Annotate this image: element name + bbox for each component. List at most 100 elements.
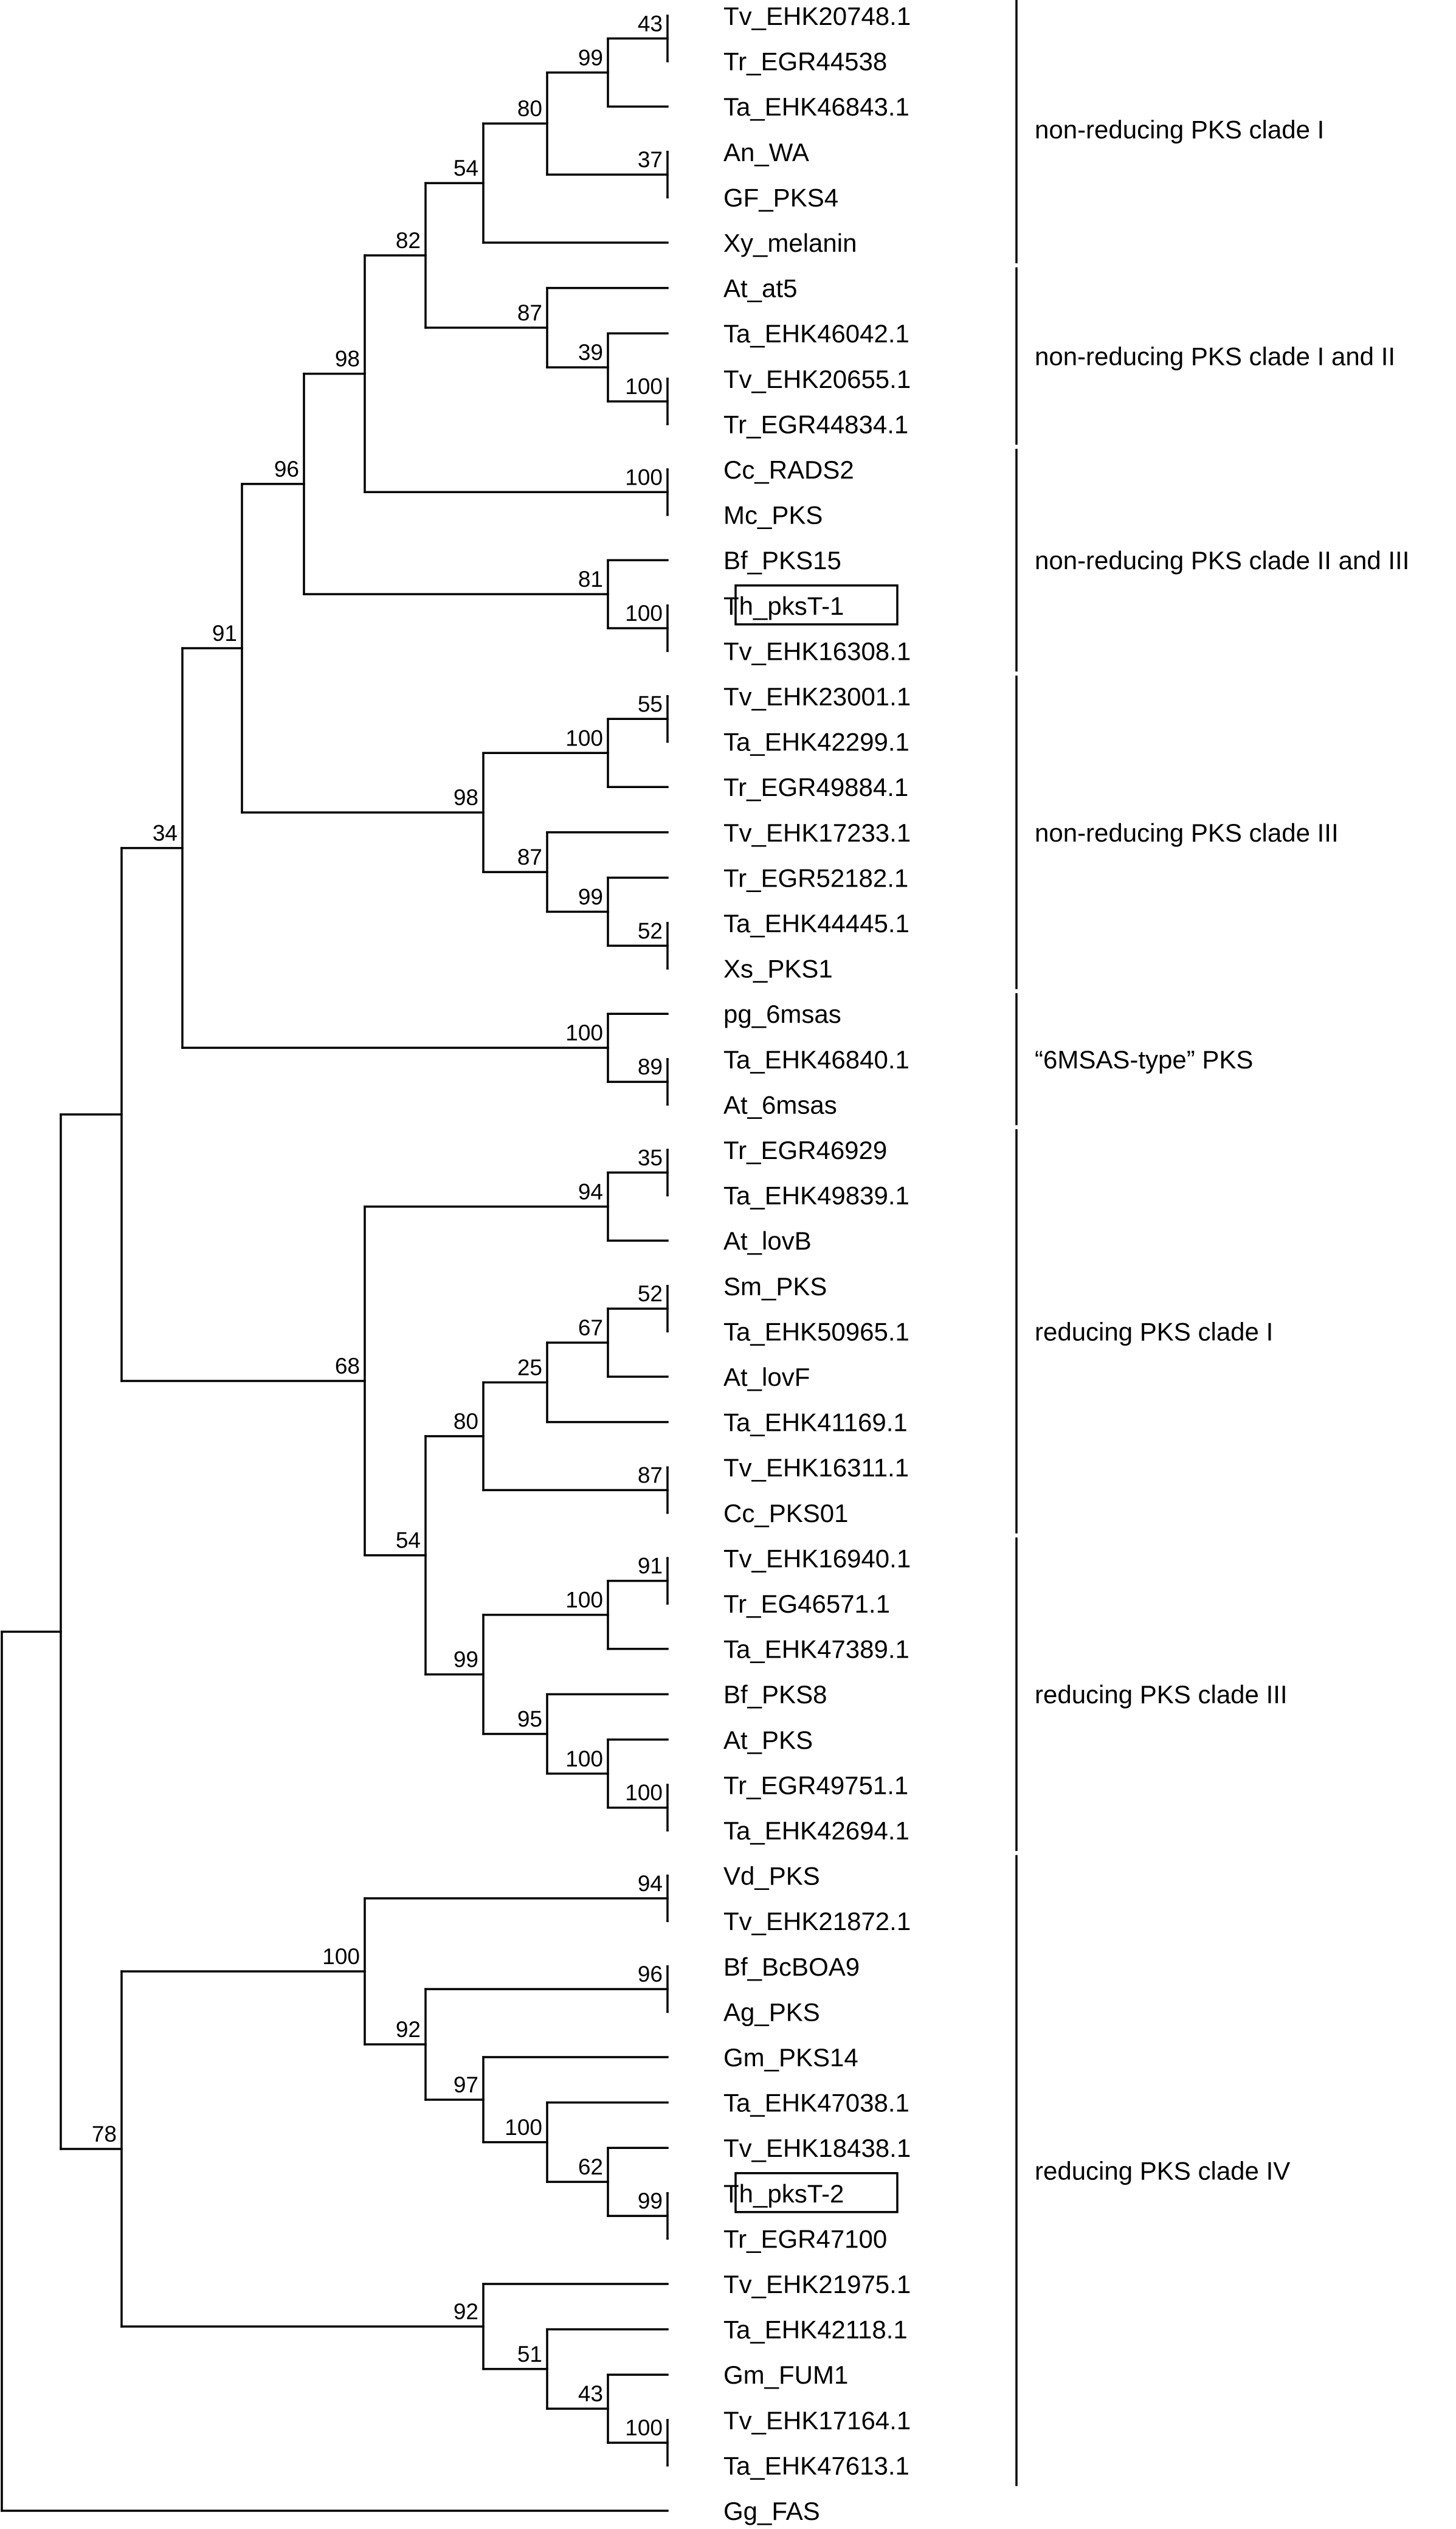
leaf-label-tv-ehk20748-1: Tv_EHK20748.1: [723, 2, 911, 30]
clade-label-non-reducing-pks-clade-i: non-reducing PKS clade I: [1035, 116, 1324, 144]
leaf-label-ta-ehk47613-1: Ta_EHK47613.1: [723, 2451, 909, 2480]
support-value-n37: 99: [454, 1647, 478, 1672]
leaf-label-tv-ehk20655-1: Tv_EHK20655.1: [723, 365, 911, 393]
leaf-label-ta-ehk42694-1: Ta_EHK42694.1: [723, 1816, 909, 1845]
support-value-n36: 95: [517, 1706, 542, 1731]
support-value-n50: 43: [578, 2381, 603, 2406]
support-value-n12: 100: [625, 601, 663, 626]
bootstrap-support-values: 4399378054100398782100981008196551005299…: [92, 11, 663, 2440]
clade-label-reducing-pks-clade-iv: reducing PKS clade IV: [1035, 2157, 1290, 2185]
support-value-n25: 35: [638, 1145, 663, 1170]
clade-label-6msas-type-pks: “6MSAS-type” PKS: [1035, 1045, 1253, 1074]
support-value-n43: 99: [638, 2188, 663, 2213]
leaf-label-ta-ehk44445-1: Ta_EHK44445.1: [723, 909, 909, 938]
leaf-label-xs-pks1: Xs_PKS1: [723, 955, 833, 983]
support-value-n28: 67: [578, 1315, 603, 1340]
support-value-n42: 96: [638, 1962, 663, 1987]
support-value-n2: 99: [578, 45, 603, 70]
leaf-label-tv-ehk23001-1: Tv_EHK23001.1: [723, 682, 911, 711]
leaf-label-gm-fum1: Gm_FUM1: [723, 2361, 848, 2389]
support-value-n49: 100: [625, 2415, 663, 2440]
leaf-label-tv-ehk16308-1: Tv_EHK16308.1: [723, 637, 911, 665]
leaf-label-tv-ehk16940-1: Tv_EHK16940.1: [723, 1544, 911, 1572]
support-value-n44: 62: [578, 2154, 603, 2179]
leaf-label-tv-ehk21872-1: Tv_EHK21872.1: [723, 1907, 911, 1936]
support-value-n47: 92: [396, 2017, 421, 2042]
support-value-n35: 100: [565, 1746, 603, 1771]
leaf-label-at-at5: At_at5: [723, 274, 797, 303]
support-value-n52: 92: [454, 2299, 478, 2324]
support-value-n15: 55: [638, 691, 663, 716]
highlight-box-th-pkst-2: [734, 2172, 899, 2213]
support-value-n31: 80: [454, 1409, 478, 1434]
support-value-n21: 91: [212, 621, 237, 646]
support-value-n6: 100: [625, 374, 663, 399]
support-value-n41: 94: [638, 1871, 663, 1896]
leaf-label-ta-ehk46042-1: Ta_EHK46042.1: [723, 319, 909, 348]
leaf-label-at-pks: At_PKS: [723, 1726, 813, 1754]
leaf-label-gm-pks14: Gm_PKS14: [723, 2043, 858, 2072]
leaf-label-at-lovf: At_lovF: [723, 1363, 810, 1391]
leaf-label-an-wa: An_WA: [723, 138, 809, 167]
support-value-n29: 25: [517, 1355, 542, 1380]
leaf-label-ta-ehk46843-1: Ta_EHK46843.1: [723, 92, 909, 121]
leaf-label-tr-eg46571-1: Tr_EG46571.1: [723, 1590, 890, 1618]
leaf-label-tv-ehk18438-1: Tv_EHK18438.1: [723, 2134, 911, 2162]
leaf-label-at-lovb: At_lovB: [723, 1226, 812, 1255]
clade-label-non-reducing-pks-clade-ii-and-iii: non-reducing PKS clade II and III: [1035, 546, 1409, 575]
support-value-n18: 99: [578, 884, 603, 909]
leaf-label-pg-6msas: pg_6msas: [723, 1000, 841, 1028]
leaf-label-cc-rads2: Cc_RADS2: [723, 455, 854, 484]
leaf-label-tr-egr47100: Tr_EGR47100: [723, 2224, 887, 2253]
clade-brackets: non-reducing PKS clade I non-reducing PKS…: [1015, 0, 1409, 2486]
leaf-label-tv-ehk16311-1: Tv_EHK16311.1: [723, 1453, 909, 1482]
clade-label-reducing-pks-clade-i: reducing PKS clade I: [1035, 1317, 1273, 1346]
clade-label-reducing-pks-clade-iii: reducing PKS clade III: [1035, 1680, 1288, 1709]
leaf-label-th-pkst-1: Th_pksT-1: [723, 592, 844, 620]
leaf-label-tr-egr49884-1: Tr_EGR49884.1: [723, 773, 908, 801]
leaf-label-tr-egr44538: Tr_EGR44538: [723, 47, 887, 76]
leaf-label-ag-pks: Ag_PKS: [723, 1998, 820, 2026]
support-value-n48: 100: [322, 1944, 360, 1969]
support-value-n24: 34: [153, 821, 178, 846]
highlight-box-th-pkst-1: [734, 584, 899, 626]
support-value-n14: 96: [274, 457, 299, 482]
support-value-n8: 87: [517, 300, 542, 325]
support-value-n30: 87: [638, 1463, 663, 1488]
leaf-label-tv-ehk17233-1: Tv_EHK17233.1: [723, 818, 911, 847]
leaf-label-vd-pks: Vd_PKS: [723, 1862, 820, 1891]
support-value-n51: 51: [517, 2342, 542, 2367]
support-value-n34: 100: [625, 1780, 663, 1805]
leaf-label-ta-ehk49839-1: Ta_EHK49839.1: [723, 1181, 909, 1210]
support-value-n19: 87: [517, 845, 542, 870]
leaf-label-ta-ehk41169-1: Ta_EHK41169.1: [723, 1408, 908, 1437]
leaf-label-ta-ehk42299-1: Ta_EHK42299.1: [723, 728, 909, 756]
support-value-n4: 80: [517, 96, 542, 121]
leaf-label-bf-pks15: Bf_PKS15: [723, 546, 841, 575]
support-value-n20: 98: [454, 785, 478, 810]
support-value-n46: 97: [454, 2072, 478, 2097]
support-value-n17: 52: [638, 918, 663, 943]
support-value-n33: 100: [565, 1588, 603, 1613]
support-value-n23: 100: [565, 1020, 603, 1045]
support-value-n11: 98: [335, 347, 360, 372]
support-value-n39: 68: [335, 1354, 360, 1379]
support-value-n5: 54: [454, 156, 478, 181]
support-value-n9: 82: [396, 228, 421, 253]
leaf-label-ta-ehk47038-1: Ta_EHK47038.1: [723, 2089, 909, 2117]
tree-branches: [1, 15, 669, 2512]
support-value-n1: 43: [638, 11, 663, 36]
support-value-n26: 94: [578, 1179, 603, 1204]
leaf-label-tr-egr52182-1: Tr_EGR52182.1: [723, 863, 908, 892]
clade-label-non-reducing-pks-clade-iii: non-reducing PKS clade III: [1035, 818, 1339, 847]
leaf-label-ta-ehk42118-1: Ta_EHK42118.1: [723, 2316, 908, 2344]
support-value-n16: 100: [565, 725, 603, 750]
support-value-n27: 52: [638, 1281, 663, 1306]
leaf-label-bf-bcboa9: Bf_BcBOA9: [723, 1953, 860, 1981]
leaf-label-tv-ehk21975-1: Tv_EHK21975.1: [723, 2270, 911, 2299]
clade-label-non-reducing-pks-clade-i-and-ii: non-reducing PKS clade I and II: [1035, 342, 1395, 371]
support-value-n38: 54: [396, 1528, 421, 1553]
leaf-label-cc-pks01: Cc_PKS01: [723, 1499, 848, 1527]
